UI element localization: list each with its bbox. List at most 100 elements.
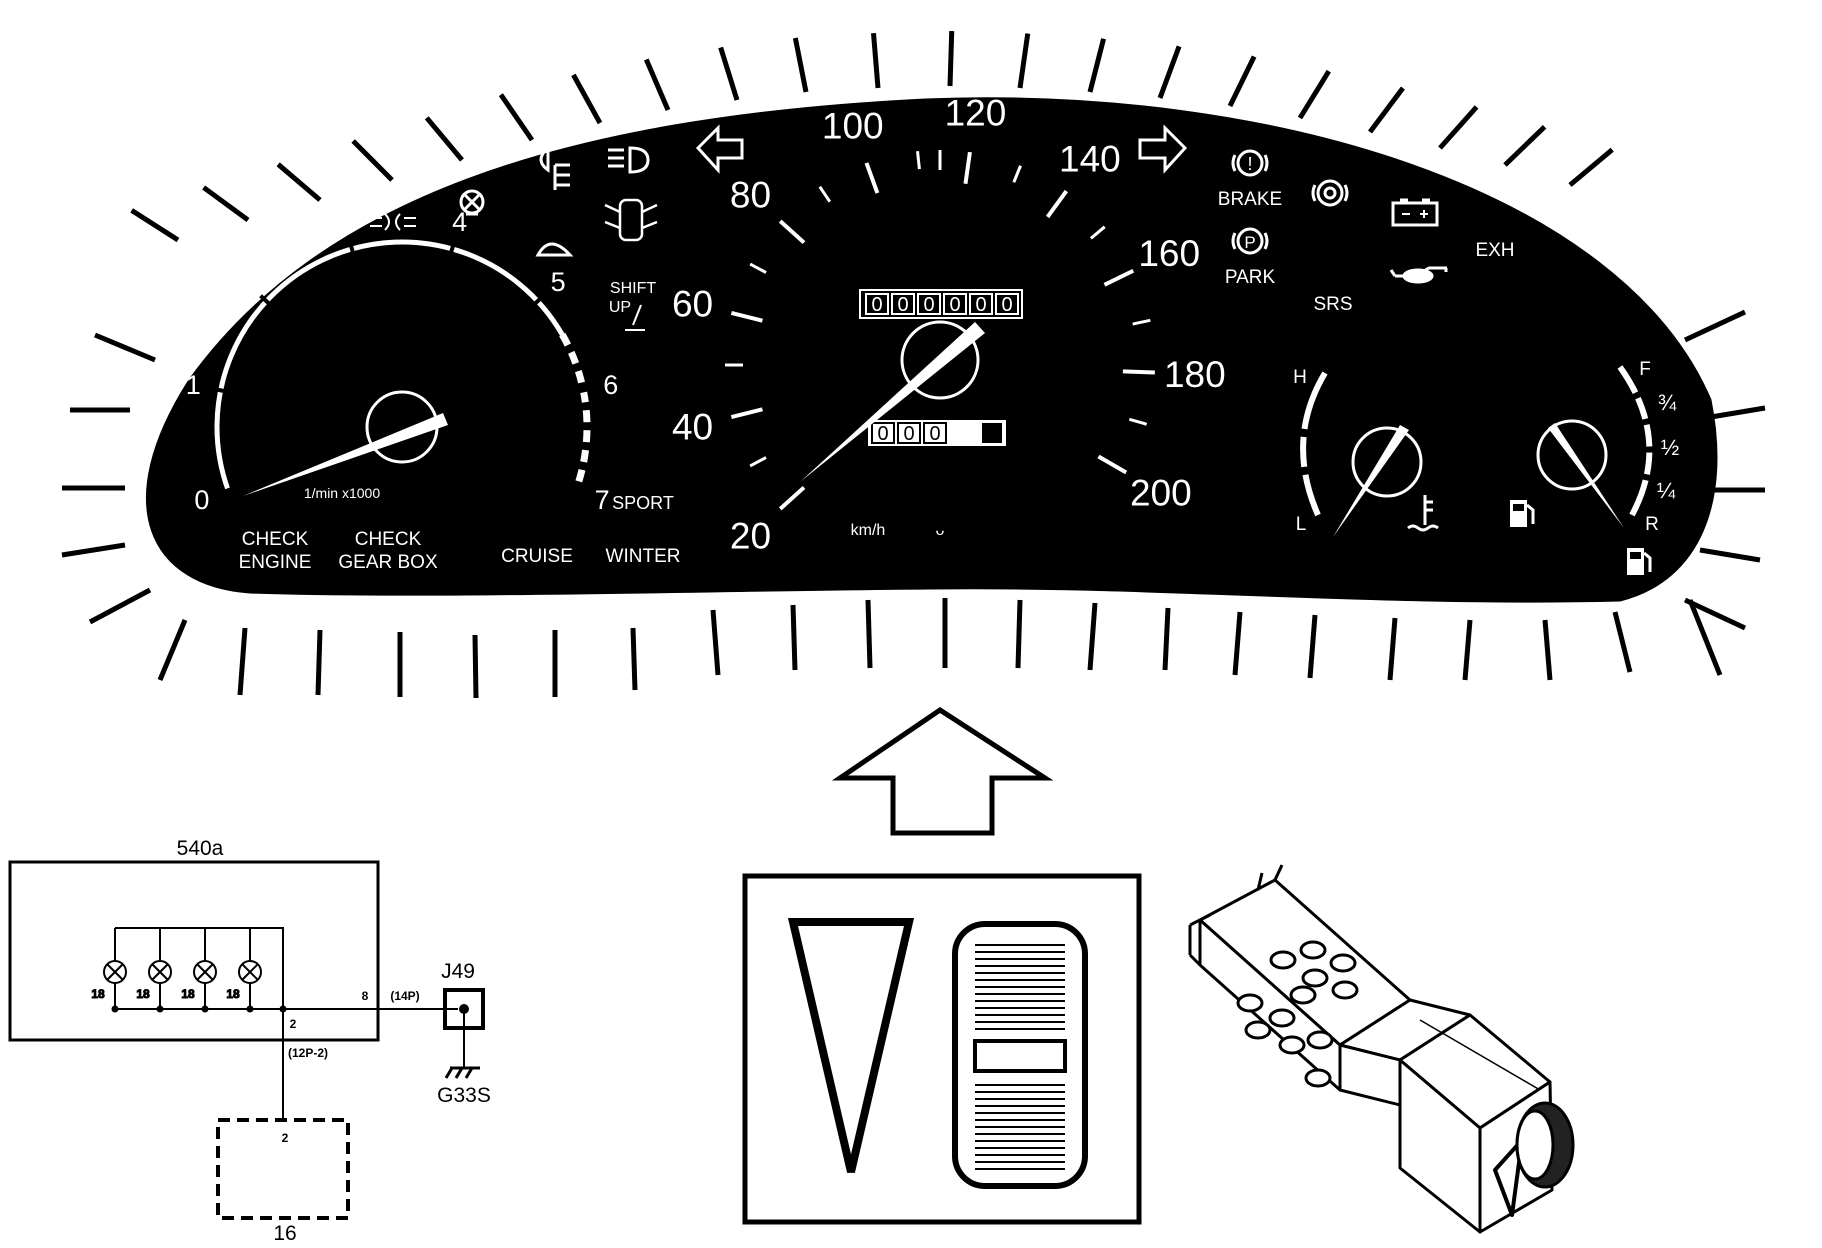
trip-decimal-cell [982,423,1002,443]
tachometer-tick [219,487,233,495]
ray [1687,599,1723,676]
odometer-cell [917,293,941,315]
speed-unit-mark: ᴗ [936,522,945,539]
switch-hole [1304,1068,1332,1088]
ray [571,73,603,125]
tachometer-tick [347,240,355,254]
ray [1087,38,1107,93]
speedometer-label-8: 180 [1164,354,1226,395]
check-gearbox-label: CHECK [355,529,422,550]
tachometer-scale [214,239,565,492]
speedometer-tick [1103,268,1135,287]
srs-label: SRS [1313,294,1352,315]
rear-fog-icon [370,213,416,231]
abs-icon [1311,179,1349,207]
ray [1438,105,1479,150]
tachometer-label-2: 2 [238,267,253,297]
ray [130,208,180,243]
speedometer-tick [963,151,972,185]
check-engine-label: CHECK [242,529,309,550]
triangle-icon [787,918,915,1173]
wire-junction-dot [111,1005,119,1013]
bulb-pin-label: 18 [91,987,105,1001]
brake-warning-icon: ! [1231,149,1269,177]
speedometer-tick [1128,417,1148,426]
sub-pin-label: 2 [282,1131,289,1145]
speedometer-label-9: 200 [1130,473,1192,514]
ray [792,37,809,93]
speedometer-tick [1097,454,1128,475]
speedometer-hub [900,320,980,400]
switch-detail-box [742,873,1142,1225]
fuel-quarter-label: ¼ [1657,478,1676,503]
ray [790,604,798,671]
speedometer-tick [730,311,763,323]
sport-label: SPORT [612,493,674,513]
tachometer-label-6: 6 [603,370,618,400]
speedometer-needle [800,322,985,482]
ray [1699,547,1761,563]
ray [1462,619,1473,681]
fuel-half-label: ½ [1661,435,1679,460]
speedometer-tick [749,262,767,274]
trip-cell [923,422,947,444]
ray [1683,597,1747,631]
brake-label: BRAKE [1218,189,1282,210]
temp-gauge-scale [1300,371,1328,517]
ray [276,162,322,202]
ray [1542,619,1553,681]
odometer-digit: 0 [1001,294,1012,316]
ray [1704,405,1766,421]
ray [61,542,126,558]
tachometer-redline [559,332,591,492]
cruise-label: CRUISE [501,546,573,567]
tachometer-label-3: 3 [337,207,352,237]
switch-hole [1306,1030,1334,1050]
tachometer-label-1: 1 [186,370,201,400]
ray [202,185,250,223]
speedometer-tick [916,151,921,170]
tachometer-tick [449,240,457,254]
washer-fluid-icon [535,242,574,257]
ray [1367,86,1405,134]
conn-12p-label: (12P-2) [288,1046,328,1060]
speedometer-label-7: 160 [1138,233,1200,274]
ray [1387,617,1398,681]
switch-hole [1299,940,1327,960]
switch-knob [1515,1101,1575,1189]
module-540a-box [8,860,380,1042]
ray [1162,607,1171,671]
switch-hole [1269,950,1297,970]
speedometer-label-0: 20 [730,516,771,557]
fuel-pump-icon [1510,500,1535,527]
speedometer-tick [778,219,806,245]
speedometer-tick [749,456,767,468]
tachometer-label-7: 7 [595,485,610,515]
speedometer-label-3: 80 [730,174,771,215]
warning-icons: ! P [370,124,1448,331]
ray [1087,602,1098,671]
temp-low-label: L [1296,514,1307,535]
bulb-failure-icon [459,189,485,216]
pin-8-label: 8 [362,989,369,1003]
check-gearbox-label-2: GEAR BOX [338,552,438,573]
pin-2-label: 2 [290,1017,297,1031]
ray [1297,69,1331,120]
ray [351,139,394,182]
tachometer-unit: 1/min x1000 [304,485,380,501]
open-door-icon [604,198,658,242]
junction-j49-label: J49 [441,960,475,983]
switch-hole [1289,985,1317,1005]
odometer-cell [865,293,889,315]
odometer-digit: 0 [923,294,934,316]
temp-gauge-needle [1333,425,1409,537]
fuel-gauge-needle [1548,423,1624,528]
ray [643,58,671,111]
exh-label: EXH [1475,240,1514,261]
fog-light-icon [539,144,570,190]
odometer-cell [995,293,1019,315]
ray [315,629,323,696]
park-brake-icon: P [1231,227,1269,255]
left-turn-arrow-icon [695,124,744,174]
